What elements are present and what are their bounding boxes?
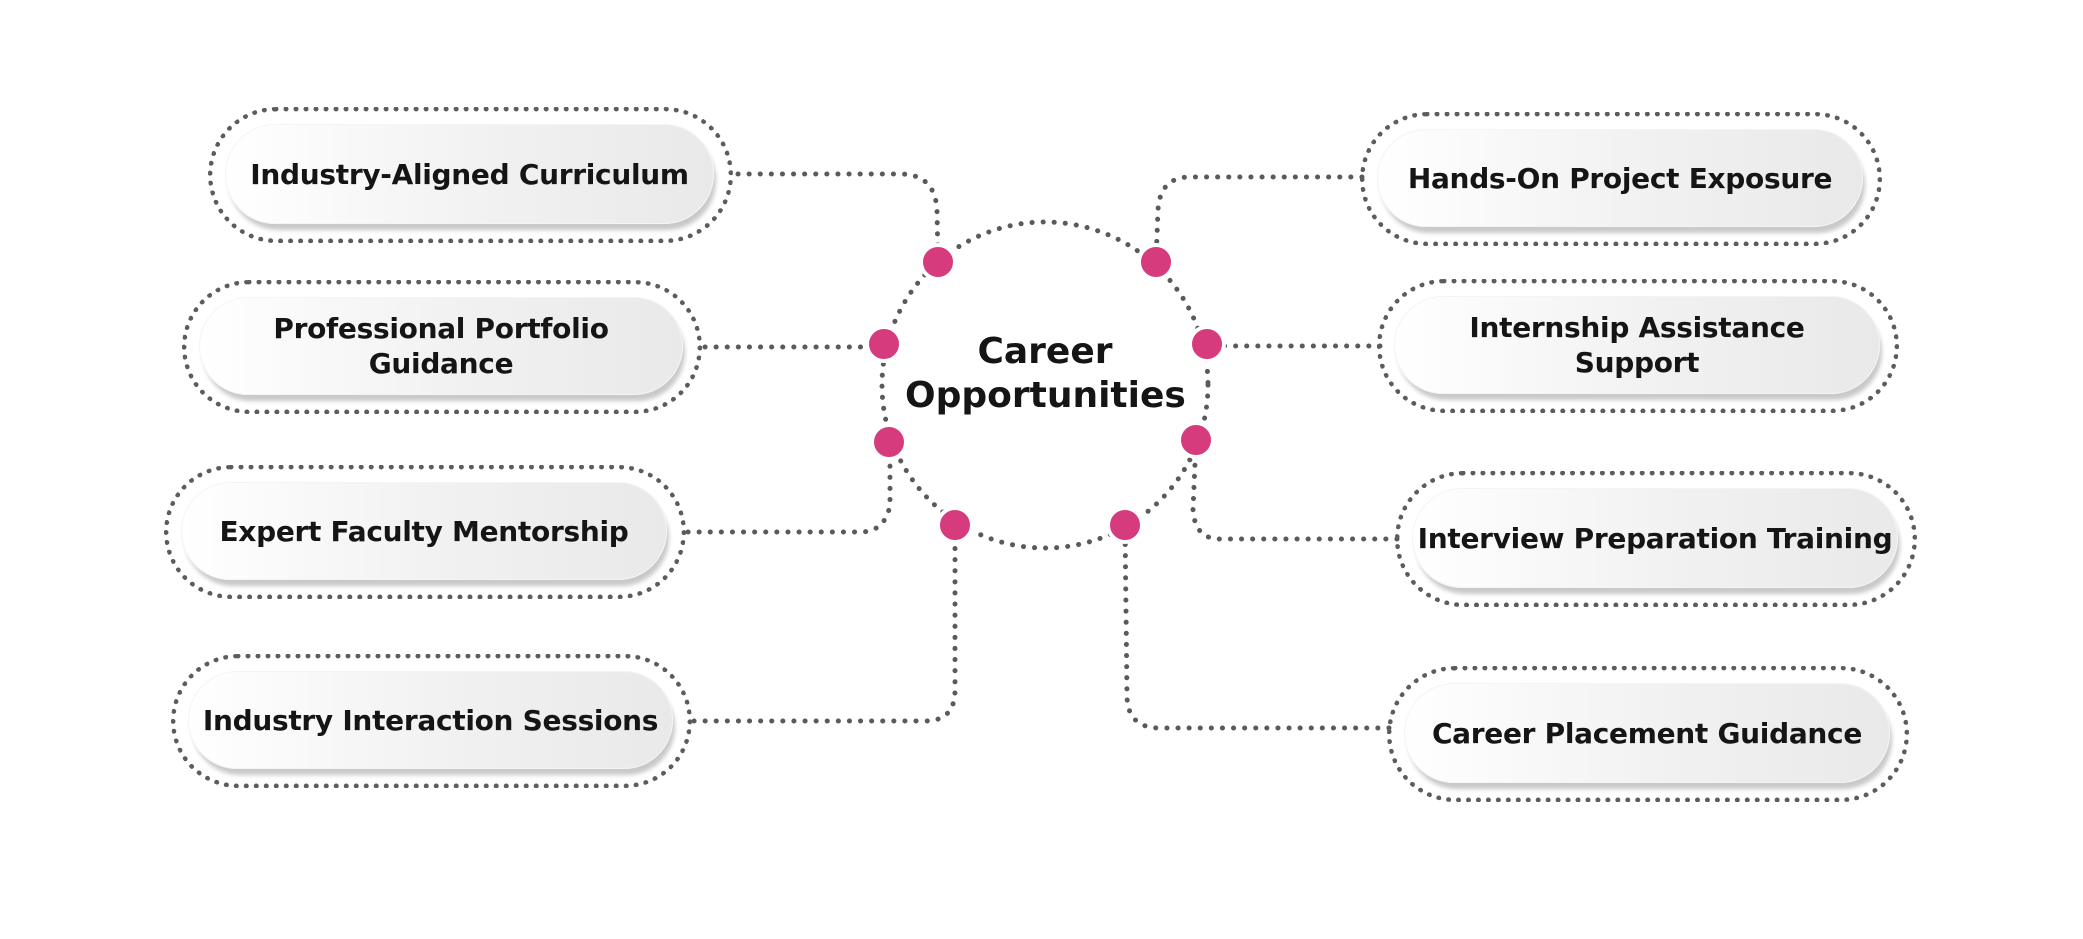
- connector-interview-preparation: [1190, 437, 1400, 542]
- pill-expert-faculty-mentorship: Expert Faculty Mentorship: [164, 465, 686, 599]
- pill-label: Hands-On Project Exposure: [1407, 161, 1833, 195]
- node-dot-career-placement: [1106, 506, 1144, 544]
- pill-label: Career Placement Guidance: [1431, 716, 1863, 750]
- connector-industry-interaction: [691, 522, 958, 724]
- pill-body: Professional Portfolio Guidance: [199, 297, 683, 395]
- center-ring: [879, 219, 1211, 551]
- pill-career-placement-guidance: Career Placement Guidance: [1387, 666, 1909, 802]
- pill-body: Internship Assistance Support: [1394, 296, 1880, 394]
- node-dot-industry-aligned-curriculum: [919, 243, 957, 281]
- pill-body: Industry Interaction Sessions: [188, 671, 673, 769]
- pill-industry-interaction-sessions: Industry Interaction Sessions: [171, 654, 692, 788]
- connector-expert-faculty: [685, 439, 893, 535]
- pill-body: Industry-Aligned Curriculum: [225, 124, 714, 224]
- connector-hands-on-project: [1153, 174, 1365, 265]
- center-title: Career Opportunities: [905, 331, 1186, 416]
- pill-industry-aligned-curriculum: Industry-Aligned Curriculum: [208, 107, 733, 243]
- pill-label: Professional Portfolio Guidance: [273, 312, 609, 380]
- node-dot-expert-faculty: [870, 423, 908, 461]
- pill-label: Industry-Aligned Curriculum: [250, 157, 689, 191]
- pill-body: Interview Preparation Training: [1412, 488, 1898, 588]
- pill-hands-on-project-exposure: Hands-On Project Exposure: [1360, 112, 1882, 246]
- connector-career-placement: [1122, 522, 1392, 731]
- pill-label: Internship Assistance Support: [1469, 311, 1805, 379]
- pill-body: Expert Faculty Mentorship: [181, 482, 667, 580]
- node-dot-hands-on-project: [1137, 243, 1175, 281]
- node-dot-internship-assistance: [1188, 325, 1226, 363]
- pill-label: Industry Interaction Sessions: [202, 703, 659, 737]
- node-dot-professional-portfolio: [865, 325, 903, 363]
- pill-label: Interview Preparation Training: [1417, 521, 1893, 555]
- node-dot-interview-preparation: [1177, 421, 1215, 459]
- pill-body: Career Placement Guidance: [1404, 683, 1890, 783]
- pill-interview-preparation-training: Interview Preparation Training: [1395, 471, 1917, 607]
- node-dot-industry-interaction: [936, 506, 974, 544]
- connector-industry-aligned-curriculum: [735, 171, 941, 265]
- pill-label: Expert Faculty Mentorship: [219, 514, 629, 548]
- pill-internship-assistance-support: Internship Assistance Support: [1377, 279, 1899, 413]
- pill-body: Hands-On Project Exposure: [1377, 129, 1863, 227]
- pill-professional-portfolio-guidance: Professional Portfolio Guidance: [182, 280, 702, 414]
